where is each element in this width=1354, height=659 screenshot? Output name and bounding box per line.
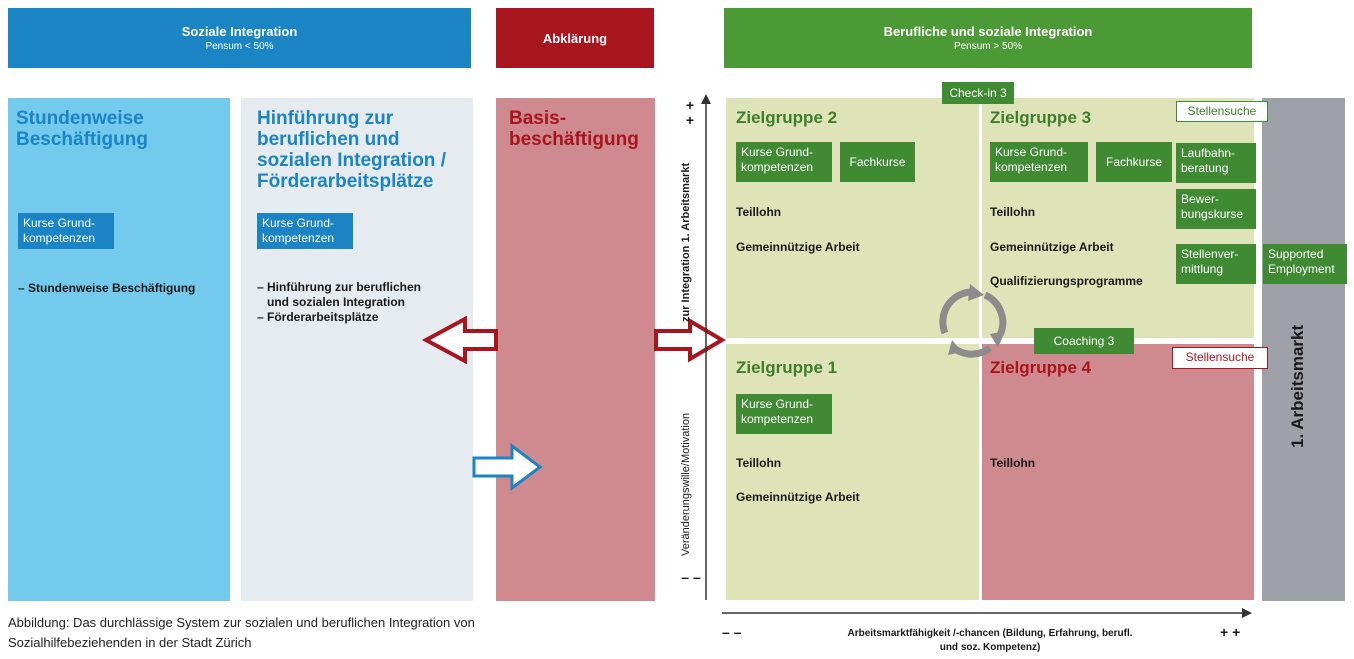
box-line: kompetenzen <box>741 160 814 174</box>
x-axis-arrowhead-icon <box>1242 608 1252 618</box>
header-soziale-title: Soziale Integration <box>181 24 298 39</box>
stellenvermittlung-box: Stellenver- mittlung <box>1176 244 1256 284</box>
header-berufliche-integration: Berufliche und soziale Integration Pensu… <box>724 8 1252 68</box>
kurse-grundkompetenzen-box: Kurse Grund- kompetenzen <box>18 213 114 249</box>
y-axis-label-lower: Veränderungswille/Motivation <box>680 412 692 556</box>
laufbahnberatung-box: Laufbahn- beratung <box>1176 143 1256 183</box>
y-axis-plus: + + <box>685 97 695 128</box>
box-line: mittlung <box>1181 262 1224 276</box>
box-line: Stellenver- <box>1181 247 1239 261</box>
x-axis-label: Arbeitsmarktfähigkeit /-chancen (Bildung… <box>780 627 1200 655</box>
title-line: Beschäftigung <box>16 129 148 150</box>
header-soziale-integration: Soziale Integration Pensum < 50% <box>8 8 471 68</box>
box-line: kompetenzen <box>995 160 1068 174</box>
cycle-arrowhead-icon <box>948 340 962 355</box>
box-line: Bewer- <box>1181 192 1220 206</box>
zielgruppe-4-title: Zielgruppe 4 <box>990 358 1092 377</box>
bullet-item: – Förderarbeitsplätze <box>257 310 379 324</box>
box-line: Supported <box>1268 247 1324 261</box>
quadrant-zielgruppe-1: Zielgruppe 1 Kurse Grund- kompetenzen Te… <box>726 344 979 600</box>
title-line: sozialen Integration / <box>257 150 446 171</box>
kurse-grundkompetenzen-box: Kurse Grund- kompetenzen <box>257 213 353 249</box>
title-line: beschäftigung <box>509 129 639 150</box>
header-abklaerung: Abklärung <box>496 8 654 68</box>
teillohn-label: Teillohn <box>990 456 1036 470</box>
box-line: kompetenzen <box>262 231 335 245</box>
caption-line: Sozialhilfebeziehenden in der Stadt Züri… <box>8 635 252 650</box>
coaching-box: Coaching 3 <box>1034 328 1134 354</box>
left-arrow-icon <box>421 315 498 365</box>
column-basis-title: Basis- beschäftigung <box>509 108 639 150</box>
zielgruppe-3-title: Zielgruppe 3 <box>990 108 1092 127</box>
title-line: Basis- <box>509 108 567 129</box>
bullet-item: – Hinführung zur beruflichen <box>257 280 421 294</box>
kurse-grundkompetenzen-box: Kurse Grund- kompetenzen <box>736 142 832 182</box>
blue-right-arrow-icon <box>472 443 543 491</box>
column-stundenweise: Stundenweise Beschäftigung Kurse Grund- … <box>8 98 230 601</box>
stellensuche-box-green: Stellensuche <box>1176 101 1268 122</box>
x-axis-minus: – – <box>722 624 742 640</box>
box-line: Kurse Grund- <box>741 145 814 159</box>
cycle-arrowhead-icon <box>968 284 984 301</box>
box-line: beratung <box>1181 161 1229 175</box>
column-arbeitsmarkt: 1. Arbeitsmarkt <box>1262 98 1345 601</box>
gemeinnuetzige-arbeit-label: Gemeinnützige Arbeit <box>990 240 1114 254</box>
right-arrow-icon <box>654 317 726 363</box>
box-line: bungskurse <box>1181 207 1244 221</box>
bullet-stundenweise: – Stundenweise Beschäftigung <box>18 281 196 295</box>
box-line: Kurse Grund- <box>741 397 814 411</box>
teillohn-label: Teillohn <box>736 456 782 470</box>
caption-line: Abbildung: Das durchlässige System zur s… <box>8 615 475 630</box>
gemeinnuetzige-arbeit-label: Gemeinnützige Arbeit <box>736 240 860 254</box>
quadrant-zielgruppe-4: Zielgruppe 4 Teillohn <box>982 344 1254 600</box>
gemeinnuetzige-arbeit-label: Gemeinnützige Arbeit <box>736 490 860 504</box>
y-axis-arrowhead-icon <box>701 94 711 104</box>
title-line: Förderarbeitsplätze <box>257 171 434 192</box>
zielgruppe-1-title: Zielgruppe 1 <box>736 358 838 377</box>
supported-employment-box: Supported Employment <box>1263 244 1347 284</box>
teillohn-label: Teillohn <box>990 205 1036 219</box>
fachkurse-box: Fachkurse <box>1096 142 1172 182</box>
y-axis-minus: – – <box>681 569 701 585</box>
box-line: Kurse Grund- <box>995 145 1068 159</box>
header-soziale-sub: Pensum < 50% <box>205 41 274 52</box>
x-axis-label-line: und soz. Kompetenz) <box>939 642 1041 653</box>
box-line: kompetenzen <box>23 231 96 245</box>
cycle-arrowhead-icon <box>990 331 1005 348</box>
box-line: Laufbahn- <box>1181 146 1236 160</box>
stellensuche-box-red: Stellensuche <box>1172 347 1268 369</box>
title-line: Stundenweise <box>16 108 144 129</box>
zielgruppe-2-title: Zielgruppe 2 <box>736 108 838 127</box>
quadrant-zielgruppe-2: Zielgruppe 2 Kurse Grund- kompetenzen Fa… <box>726 98 979 338</box>
header-abklaerung-title: Abklärung <box>542 30 608 46</box>
bewerbungskurse-box: Bewer- bungskurse <box>1176 189 1256 229</box>
header-beruflich-title: Berufliche und soziale Integration <box>883 24 1093 39</box>
x-axis-label-line: Arbeitsmarktfähigkeit /-chancen (Bildung… <box>847 628 1133 639</box>
header-beruflich-sub: Pensum > 50% <box>953 41 1023 52</box>
title-line: beruflichen und <box>257 129 400 150</box>
fachkurse-box: Fachkurse <box>840 142 915 182</box>
box-line: kompetenzen <box>741 412 814 426</box>
box-line: Kurse Grund- <box>23 216 96 230</box>
bullet-item-cont: und sozialen Integration <box>267 295 406 309</box>
kurse-grundkompetenzen-box: Kurse Grund- kompetenzen <box>736 394 832 434</box>
kurse-grundkompetenzen-box: Kurse Grund- kompetenzen <box>990 142 1088 182</box>
x-axis-plus: + + <box>1220 624 1241 640</box>
y-axis-label-upper: zur Integration 1. Arbeitsmarkt <box>680 162 692 322</box>
checkin-box: Check-in 3 <box>942 82 1014 104</box>
column-hinfuehrung-title: Hinführung zur beruflichen und sozialen … <box>257 108 446 192</box>
column-hinfuehrung: Hinführung zur beruflichen und sozialen … <box>241 98 473 601</box>
column-stundenweise-title: Stundenweise Beschäftigung <box>16 108 148 150</box>
box-line: Kurse Grund- <box>262 216 335 230</box>
title-line: Hinführung zur <box>257 108 394 129</box>
figure-caption: Abbildung: Das durchlässige System zur s… <box>8 613 475 653</box>
bullets-hinfuehrung: – Hinführung zur beruflichen und soziale… <box>257 280 467 325</box>
column-basisbeschaeftigung: Basis- beschäftigung <box>496 98 655 601</box>
qualifizierungsprogramme-label: Qualifizierungsprogramme <box>990 274 1143 288</box>
box-line: Employment <box>1268 262 1335 276</box>
teillohn-label: Teillohn <box>736 205 782 219</box>
